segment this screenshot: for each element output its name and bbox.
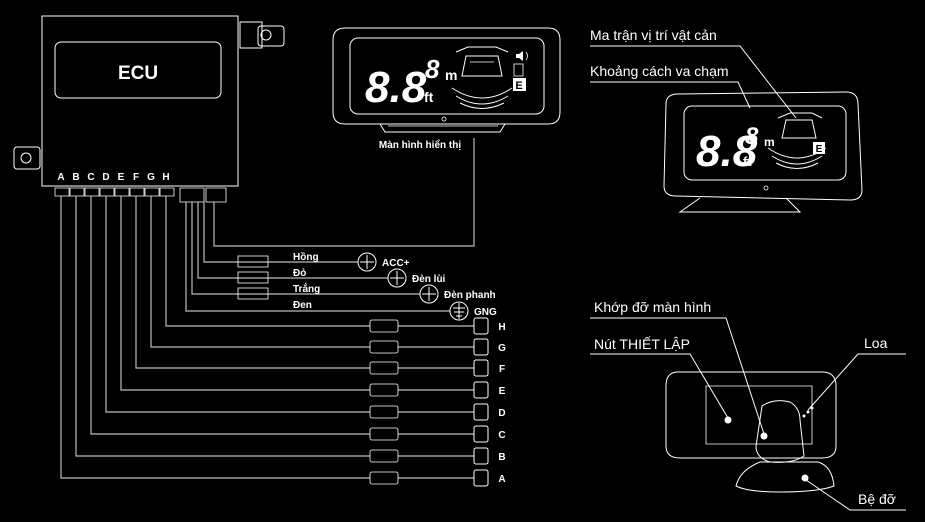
- wire-target-label: GNG: [474, 307, 497, 318]
- speaker-icon: [516, 51, 528, 61]
- ecu-unit: [13, 15, 285, 187]
- sensor-plugs: [369, 319, 399, 485]
- wire-target-label: Đèn lùi: [412, 274, 446, 285]
- ecu-pin-labels: A B C D E F G H: [57, 172, 169, 183]
- callout-line: [590, 45, 797, 119]
- pin-label: F: [133, 172, 139, 183]
- callout-mount-joint: Khớp đỡ màn hình: [594, 299, 711, 315]
- display-digits: 8.8: [365, 63, 427, 112]
- wire-target-labels: ACC+ Đèn lùi Đèn phanh GNG: [382, 258, 497, 318]
- pin-label: A: [57, 172, 64, 183]
- ecu-connectors: [54, 187, 227, 203]
- wire-target-label: ACC+: [382, 258, 410, 269]
- pin-label: C: [87, 172, 94, 183]
- display-unit: [332, 27, 561, 133]
- callout-setup-button: Nút THIẾT LẬP: [594, 336, 690, 352]
- sensor-label: D: [498, 408, 505, 419]
- sensor-label: G: [498, 343, 506, 354]
- sensor-wires: [60, 196, 474, 479]
- sensor-label: C: [498, 430, 505, 441]
- wire-target-label: Đèn phanh: [444, 290, 496, 301]
- sensor-label: E: [499, 386, 506, 397]
- car-matrix-icon: [451, 46, 513, 109]
- wire-color-label: Trắng: [293, 282, 320, 295]
- callout-line: [805, 479, 906, 511]
- callout-line: [807, 353, 906, 411]
- display-detail: [663, 91, 863, 213]
- pin-label: D: [102, 172, 109, 183]
- display-caption: Màn hình hiển thị: [379, 139, 461, 151]
- callout-base: Bệ đỡ: [858, 491, 896, 507]
- callout-matrix: Ma trận vị trí vật cản: [590, 27, 717, 43]
- wire-color-label: Đen: [293, 300, 312, 311]
- power-wires: [185, 138, 475, 312]
- mount-detail: [665, 371, 837, 493]
- display-digit-small: 8: [425, 54, 440, 84]
- wire-color-label: Hồng: [293, 251, 319, 263]
- power-terminals: [357, 252, 469, 321]
- wire-color-label: Đỏ: [293, 268, 306, 279]
- wire-color-labels: Hồng Đỏ Trắng Đen: [293, 251, 320, 311]
- sensor-labels: H G F E D C B A: [498, 322, 506, 485]
- sensor-label: F: [499, 364, 505, 375]
- pin-label: G: [147, 172, 155, 183]
- callout-line: [590, 353, 729, 419]
- detail-digits: 8.8: [696, 127, 758, 176]
- detail-car-matrix-icon: [767, 112, 827, 169]
- display-unit-ft: ft: [424, 89, 434, 105]
- battery-icon: [513, 63, 524, 77]
- pin-label: E: [118, 172, 125, 183]
- pin-label: B: [72, 172, 79, 183]
- sensor-heads: [473, 317, 489, 487]
- sensor-label: A: [498, 474, 505, 485]
- callout-speaker: Loa: [864, 335, 888, 351]
- callout-line: [590, 317, 765, 435]
- detail-digit-small: 8: [745, 123, 759, 150]
- pin-label: H: [162, 172, 169, 183]
- display-unit-m: m: [445, 67, 457, 83]
- callout-line: [590, 81, 751, 109]
- sensor-label: H: [498, 322, 505, 333]
- detail-unit-m: m: [764, 135, 775, 149]
- display-e-mark: E: [515, 80, 522, 92]
- detail-unit-ft: ft: [743, 154, 752, 169]
- sensor-label: B: [498, 452, 505, 463]
- detail-e-mark: E: [816, 144, 823, 155]
- callout-distance: Khoảng cách va chạm: [590, 63, 729, 79]
- ecu-title: ECU: [118, 63, 158, 84]
